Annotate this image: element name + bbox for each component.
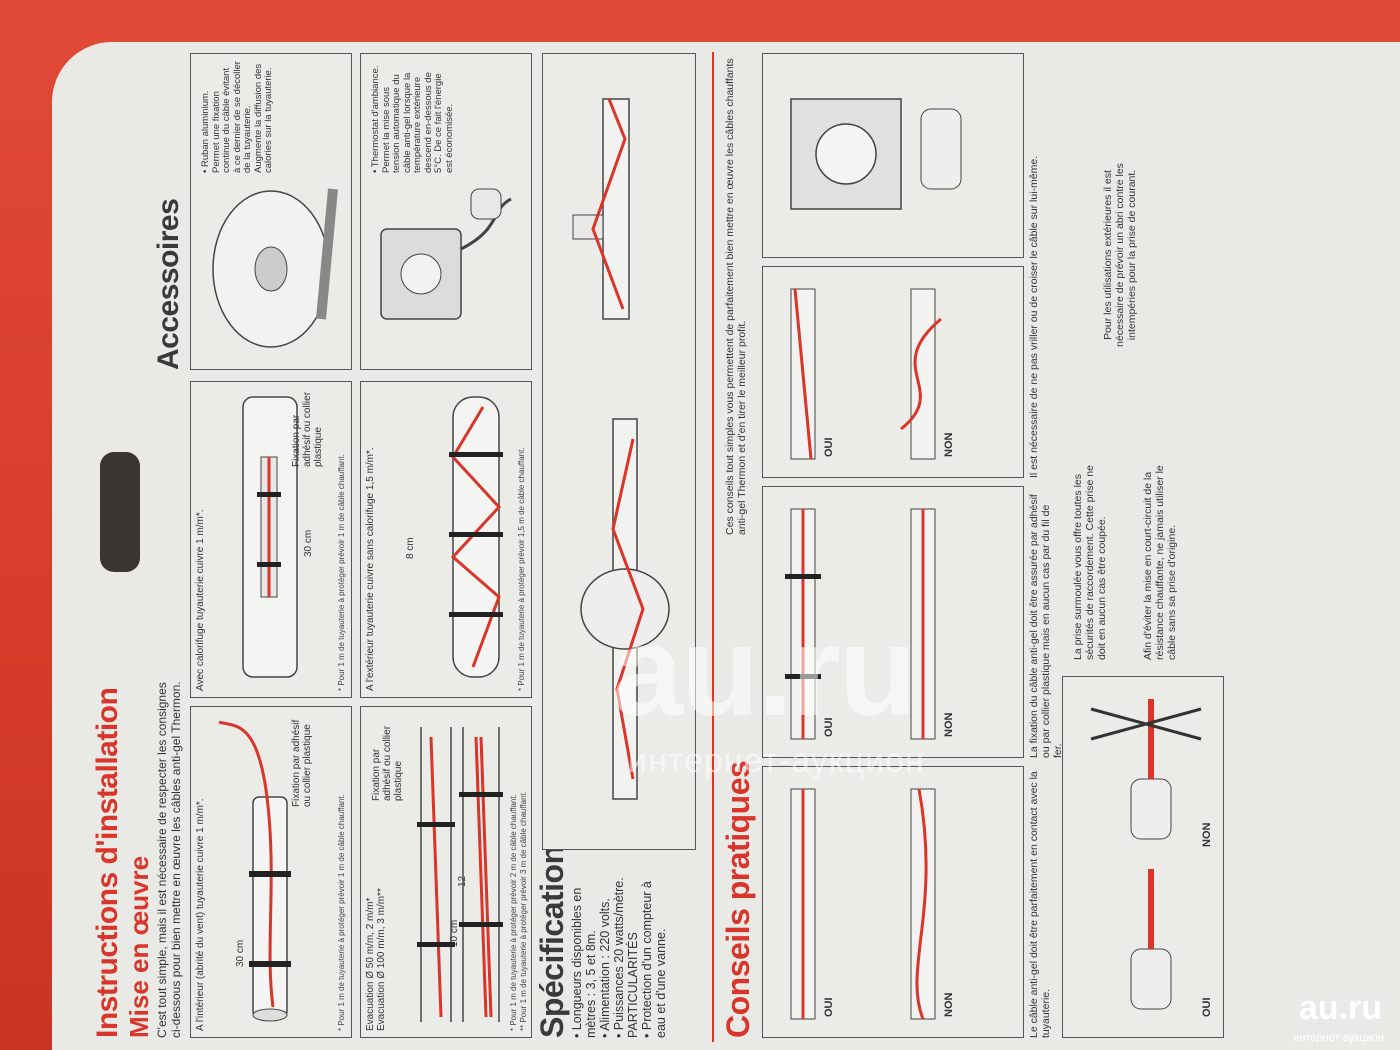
non-label: NON — [943, 432, 955, 457]
panel-exterior: A l'extérieur tuyauterie cuivre sans cal… — [360, 381, 532, 698]
meter-valve-illustration — [572, 98, 670, 800]
dimension-label: 30 cm — [235, 939, 246, 967]
panel-contact: OUI NON — [762, 766, 1024, 1038]
site-logo-sub: интернет-аукцион — [1293, 1032, 1384, 1044]
fixation-illustration — [785, 508, 936, 740]
panel-footnote-2: ** Pour 1 m de tuyauterie à protéger pré… — [519, 791, 528, 1031]
twist-illustration — [790, 288, 942, 460]
panel-drain: Evacuation Ø 50 m/m, 2 m/m* Evacuation Ø… — [360, 706, 532, 1038]
outlet-icon — [790, 98, 962, 210]
panel-caption-1: Evacuation Ø 50 m/m, 2 m/m* — [365, 897, 376, 1031]
tip-short-circuit: Afin d'éviter la mise en court-circuit d… — [1142, 465, 1178, 660]
panel-insulated: Avec calorifuge tuyauterie cuivre 1 m/m*… — [190, 381, 352, 698]
fixation-note: Fixation par adhésif ou collier plastiqu… — [291, 391, 324, 467]
contact-illustration — [790, 788, 936, 1020]
tip-fixation: La fixation du câble anti-gel doit être … — [1028, 494, 1064, 758]
hanger-hole — [100, 452, 140, 572]
thermostat-description: • Thermostat d'ambiance. Permet la mise … — [370, 65, 455, 173]
dimension-label-2: 12 — [457, 875, 468, 887]
tip-no-twist: Il est nécessaire de ne pas vriller ou d… — [1028, 155, 1040, 478]
oui-label: OUI — [1201, 997, 1213, 1017]
panel-footnote: * Pour 1 m de tuyauterie à protéger prév… — [517, 447, 526, 691]
panel-no-twist: OUI NON — [762, 266, 1024, 478]
spec-particular-title: PARTICULARITÉS — [626, 932, 640, 1038]
dimension-label: 30 cm — [303, 529, 314, 557]
oui-label: OUI — [823, 997, 835, 1017]
panel-tape: • Ruban aluminium. Permet une fixation c… — [190, 53, 352, 370]
non-label: NON — [1201, 822, 1213, 847]
watermark-sub: интернет-аукцион — [628, 742, 925, 780]
tape-description: • Ruban aluminium. Permet une fixation c… — [200, 61, 274, 173]
page-title: Instructions d'installation — [91, 687, 124, 1038]
plug-illustration — [1090, 699, 1202, 1010]
instruction-sheet: Instructions d'installation Mise en œuvr… — [52, 42, 1400, 1050]
panel-plug: OUI NON — [1062, 676, 1224, 1038]
specifications-list: Longueurs disponibles en mètres : 3, 5 e… — [570, 858, 668, 1038]
tip-contact: Le câble anti-gel doit être parfaitement… — [1028, 771, 1052, 1038]
oui-label: OUI — [823, 437, 835, 457]
spec-item-2: Alimentation : 220 volts. — [598, 858, 612, 1038]
fixation-note: Fixation par adhésif ou collier plastiqu… — [291, 719, 313, 807]
tape-roll-icon — [212, 188, 338, 348]
spec-item-1: Longueurs disponibles en mètres : 3, 5 e… — [570, 858, 598, 1038]
page-subtitle: Mise en œuvre — [124, 855, 154, 1038]
spec-particular-1: Protection d'un compteur à eau et d'une … — [640, 858, 668, 1038]
panel-thermostat: • Thermostat d'ambiance. Permet la mise … — [360, 53, 532, 370]
specifications-title: Spécifications — [534, 828, 570, 1038]
panel-meter-valve — [542, 53, 696, 850]
pipe-illustration — [417, 727, 503, 1022]
thermostat-icon — [380, 188, 512, 320]
panel-caption: A l'intérieur (abrité du vent) tuyauteri… — [195, 798, 206, 1031]
conseils-intro: Ces conseils tout simples vous permetten… — [724, 58, 748, 535]
spec-item-3: Puissances 20 watts/mètre. — [612, 858, 626, 1038]
intro-text: C'est tout simple, mais il est nécessair… — [155, 681, 183, 1038]
tip-plug: La prise surmoulée vous offre toutes les… — [1072, 465, 1108, 660]
dimension-label: 10 cm — [449, 919, 460, 947]
panel-caption-2: Evacuation Ø 100 m/m, 3 m/m** — [376, 888, 387, 1031]
accessories-title: Accessoires — [152, 198, 185, 370]
rotated-content: Instructions d'installation Mise en œuvr… — [52, 42, 1400, 1050]
panel-outlet — [762, 53, 1024, 258]
non-label: NON — [943, 712, 955, 737]
dimension-label: 8 cm — [405, 537, 416, 559]
panel-caption: Avec calorifuge tuyauterie cuivre 1 m/m*… — [195, 509, 206, 691]
panel-footnote: * Pour 1 m de tuyauterie à protéger prév… — [337, 794, 346, 1031]
panel-footnote-1: * Pour 1 m de tuyauterie à protéger prév… — [509, 794, 518, 1031]
site-logo: au.ru — [1298, 989, 1382, 1027]
panel-fixation: OUI NON — [762, 486, 1024, 758]
tip-outdoor: Pour les utilisations extérieures il est… — [1102, 163, 1138, 347]
pipe-illustration — [218, 720, 291, 1022]
panel-caption: A l'extérieur tuyauterie cuivre sans cal… — [365, 447, 376, 691]
section-divider — [712, 52, 714, 1042]
panel-footnote: * Pour 1 m de tuyauterie à protéger prév… — [337, 454, 346, 691]
fixation-note: Fixation par adhésif ou collier plastiqu… — [371, 725, 404, 801]
non-label: NON — [943, 992, 955, 1017]
pipe-illustration — [449, 396, 503, 678]
watermark-main: au.ru — [612, 600, 917, 743]
conseils-title: Conseils pratiques — [720, 760, 756, 1038]
pipe-illustration — [242, 396, 298, 678]
panel-interior: A l'intérieur (abrité du vent) tuyauteri… — [190, 706, 352, 1038]
